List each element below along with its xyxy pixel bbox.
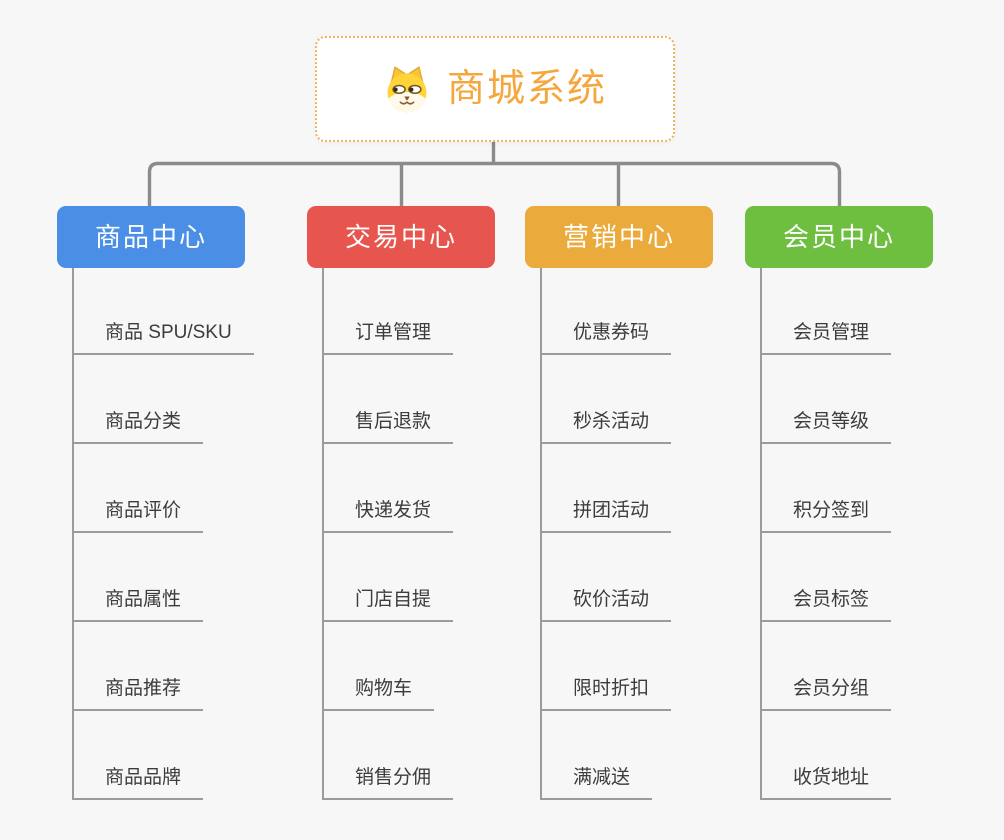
leaf-node[interactable]: 满减送 (540, 711, 653, 800)
leaf-label: 售后退款 (355, 411, 432, 433)
leaf-label: 优惠券码 (573, 322, 650, 344)
leaf-node[interactable]: 订单管理 (322, 266, 454, 355)
leaf-node[interactable]: 限时折扣 (540, 622, 672, 711)
leaf-label: 会员标签 (793, 589, 870, 611)
connector-spine (760, 268, 762, 800)
leaf-label: 门店自提 (355, 589, 432, 611)
leaf-node[interactable]: 销售分佣 (322, 711, 454, 800)
connector-rail (147, 161, 842, 206)
leaf-label: 购物车 (355, 678, 413, 700)
branch-label: 商品中心 (94, 222, 207, 252)
leaf-label: 积分签到 (793, 500, 870, 522)
leaf-label: 会员分组 (793, 678, 870, 700)
doge-icon (383, 65, 431, 113)
leaf-label: 商品 SPU/SKU (105, 322, 232, 344)
leaf-label: 快递发货 (355, 500, 432, 522)
branch-header-1[interactable]: 商品中心 (57, 206, 245, 268)
leaf-node[interactable]: 快递发货 (322, 444, 454, 533)
leaf-node[interactable]: 秒杀活动 (540, 355, 672, 444)
leaf-node[interactable]: 会员管理 (760, 266, 892, 355)
leaf-node[interactable]: 商品 SPU/SKU (72, 266, 254, 355)
root-node[interactable]: 商城系统 (315, 36, 675, 142)
leaf-label: 商品评价 (105, 500, 182, 522)
branch-leaves: 订单管理售后退款快递发货门店自提购物车销售分佣 (322, 266, 454, 800)
leaf-node[interactable]: 商品分类 (72, 355, 204, 444)
leaf-label: 商品品牌 (105, 767, 182, 789)
leaf-label: 秒杀活动 (573, 411, 650, 433)
leaf-node[interactable]: 购物车 (322, 622, 435, 711)
leaf-label: 商品推荐 (105, 678, 182, 700)
leaf-node[interactable]: 优惠券码 (540, 266, 672, 355)
branch-label: 营销中心 (562, 222, 675, 252)
leaf-node[interactable]: 售后退款 (322, 355, 454, 444)
leaf-node[interactable]: 砍价活动 (540, 533, 672, 622)
leaf-node[interactable]: 积分签到 (760, 444, 892, 533)
leaf-node[interactable]: 商品评价 (72, 444, 204, 533)
leaf-label: 订单管理 (355, 322, 432, 344)
branch-header-4[interactable]: 会员中心 (745, 206, 933, 268)
leaf-label: 会员管理 (793, 322, 870, 344)
branch-leaves: 会员管理会员等级积分签到会员标签会员分组收货地址 (760, 266, 892, 800)
leaf-label: 拼团活动 (573, 500, 650, 522)
leaf-node[interactable]: 商品属性 (72, 533, 204, 622)
branch-label: 交易中心 (344, 222, 457, 252)
leaf-node[interactable]: 商品品牌 (72, 711, 204, 800)
leaf-node[interactable]: 收货地址 (760, 711, 892, 800)
leaf-label: 收货地址 (793, 767, 870, 789)
leaf-label: 商品分类 (105, 411, 182, 433)
root-title: 商城系统 (446, 68, 607, 110)
branch-leaves: 优惠券码秒杀活动拼团活动砍价活动限时折扣满减送 (540, 266, 672, 800)
connector-spine (540, 268, 542, 800)
connector-spine (72, 268, 74, 800)
leaf-label: 销售分佣 (355, 767, 432, 789)
leaf-label: 满减送 (573, 767, 631, 789)
leaf-label: 商品属性 (105, 589, 182, 611)
branch-label: 会员中心 (782, 222, 895, 252)
leaf-node[interactable]: 商品推荐 (72, 622, 204, 711)
leaf-node[interactable]: 会员分组 (760, 622, 892, 711)
connector-spine (322, 268, 324, 800)
leaf-label: 砍价活动 (573, 589, 650, 611)
branch-header-2[interactable]: 交易中心 (307, 206, 495, 268)
leaf-node[interactable]: 门店自提 (322, 533, 454, 622)
leaf-label: 会员等级 (793, 411, 870, 433)
leaf-node[interactable]: 会员等级 (760, 355, 892, 444)
leaf-node[interactable]: 会员标签 (760, 533, 892, 622)
leaf-label: 限时折扣 (573, 678, 650, 700)
branch-leaves: 商品 SPU/SKU 商品分类商品评价商品属性商品推荐商品品牌 (72, 266, 254, 800)
leaf-node[interactable]: 拼团活动 (540, 444, 672, 533)
branch-header-3[interactable]: 营销中心 (525, 206, 713, 268)
